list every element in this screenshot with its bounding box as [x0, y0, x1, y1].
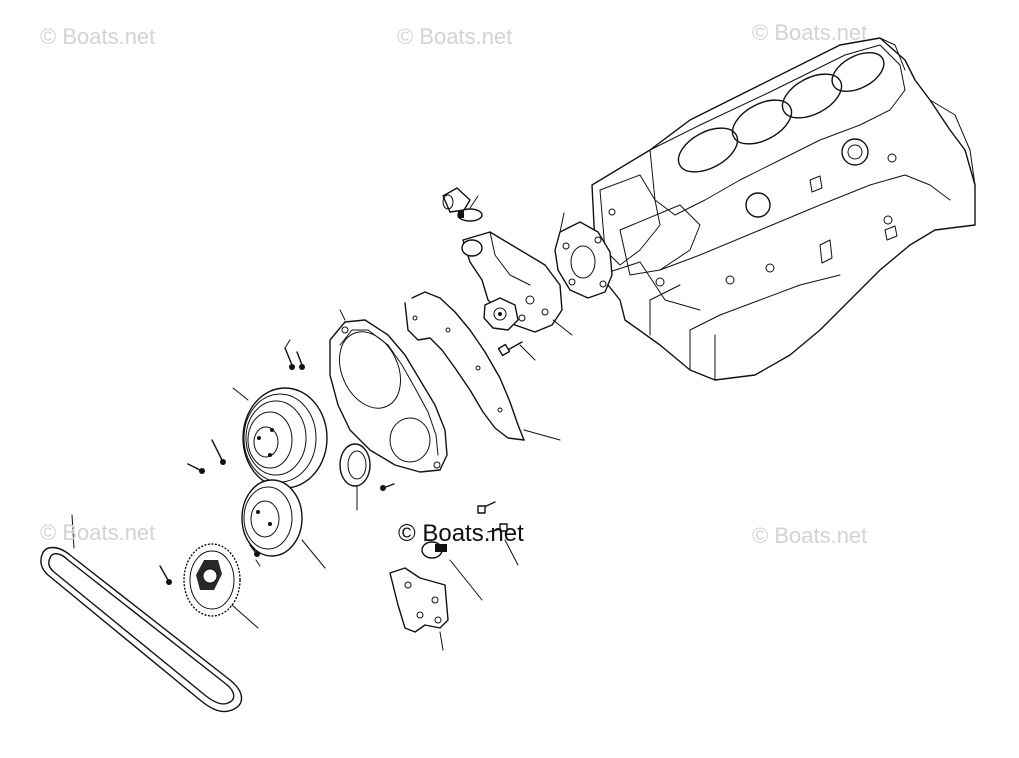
watermark-mid-left: © Boats.net: [40, 520, 156, 545]
hose-fitting[interactable]: [442, 187, 471, 213]
balancer-bolt[interactable]: [249, 544, 261, 567]
water-pump-bolt[interactable]: [497, 341, 536, 361]
watermark-mid-right: © Boats.net: [752, 523, 868, 548]
engine-block[interactable]: [591, 37, 976, 381]
watermark-top-left: © Boats.net: [40, 24, 156, 49]
water-pump-gasket[interactable]: [554, 212, 613, 299]
sprocket-bolt[interactable]: [159, 565, 172, 585]
water-pump[interactable]: [461, 231, 573, 336]
drive-belt[interactable]: [40, 514, 243, 713]
timing-cover[interactable]: [328, 309, 448, 473]
idler-pulley[interactable]: [421, 541, 483, 601]
watermark-center: © Boats.net: [398, 520, 524, 547]
timing-cover-gasket[interactable]: [404, 291, 561, 441]
drive-sprocket[interactable]: [183, 543, 259, 629]
pulley-bolts-upper[interactable]: [284, 339, 305, 370]
bracket-bolts[interactable]: [477, 501, 519, 566]
alternator-bracket[interactable]: [389, 567, 449, 651]
pulley-bolts-left[interactable]: [187, 439, 226, 474]
crankshaft-seal[interactable]: [339, 443, 371, 511]
watermark-top-center: © Boats.net: [397, 24, 513, 49]
crankshaft-pulley[interactable]: [232, 387, 328, 489]
harmonic-balancer[interactable]: [241, 479, 326, 569]
hose-clamp[interactable]: [457, 195, 483, 222]
cover-bolt[interactable]: [380, 483, 395, 491]
watermark-top-right: © Boats.net: [752, 20, 868, 45]
